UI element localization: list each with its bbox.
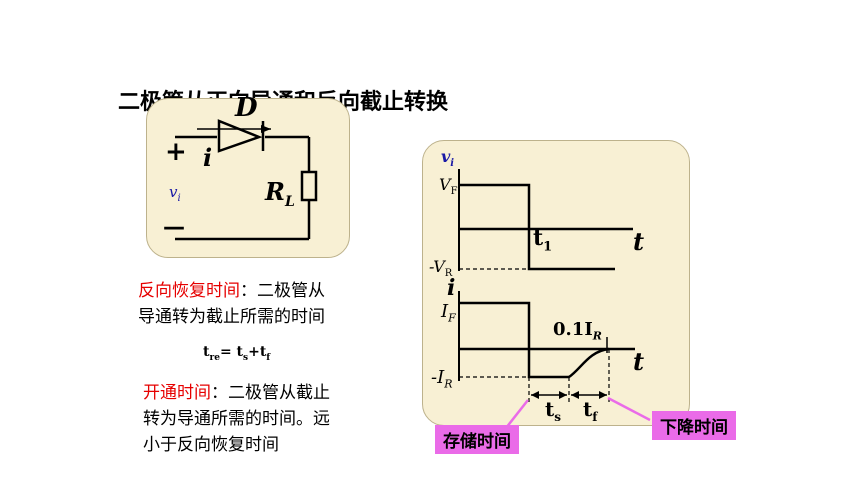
waveform-diagram xyxy=(458,169,635,403)
wave-vi-label: vi xyxy=(441,147,455,170)
circuit-card: D + i vi RL — xyxy=(146,93,350,258)
t-axis-top-label: t xyxy=(633,227,645,256)
reverse-recovery-term: 反向恢复时间 xyxy=(138,281,240,301)
current-label: i xyxy=(203,143,213,172)
turn-on-text: 开通时间：二极管从截止 转为导通所需的时间。远 小于反向恢复时间 xyxy=(143,383,330,455)
resistor-label: RL xyxy=(265,177,295,210)
vi-trace xyxy=(459,183,615,271)
tf-label: tf xyxy=(583,397,598,424)
plus-sign: + xyxy=(165,137,187,167)
t1-label: t1 xyxy=(533,225,553,255)
VR-label: -VR xyxy=(429,257,453,280)
turn-on-term: 开通时间 xyxy=(143,383,211,403)
i-trace xyxy=(459,301,569,379)
formula-tre: tre= ts+tf xyxy=(203,344,271,363)
minus-sign: — xyxy=(163,215,185,240)
reverse-recovery-text: 反向恢复时间：二极管从 导通转为截止所需的时间 xyxy=(138,281,325,327)
IF-label: IF xyxy=(441,301,456,325)
t-axis-bottom-label: t xyxy=(633,347,645,376)
vi-label: vi xyxy=(169,183,181,204)
wave-i-label: i xyxy=(447,275,456,301)
resistor-symbol xyxy=(300,170,318,202)
IR-label: -IR xyxy=(431,367,453,391)
fall-time-callout: 下降时间 xyxy=(652,411,736,440)
circuit-diagram xyxy=(175,119,318,241)
waveform-card: vi VF t1 t -VR i IF 0.1IR t -IR ts tf xyxy=(422,140,690,426)
diode-label: D xyxy=(235,93,258,123)
VF-label: VF xyxy=(439,175,458,198)
point1-label: 0.1IR xyxy=(553,319,602,343)
ts-label: ts xyxy=(545,397,562,424)
storage-time-callout: 存储时间 xyxy=(435,425,519,454)
